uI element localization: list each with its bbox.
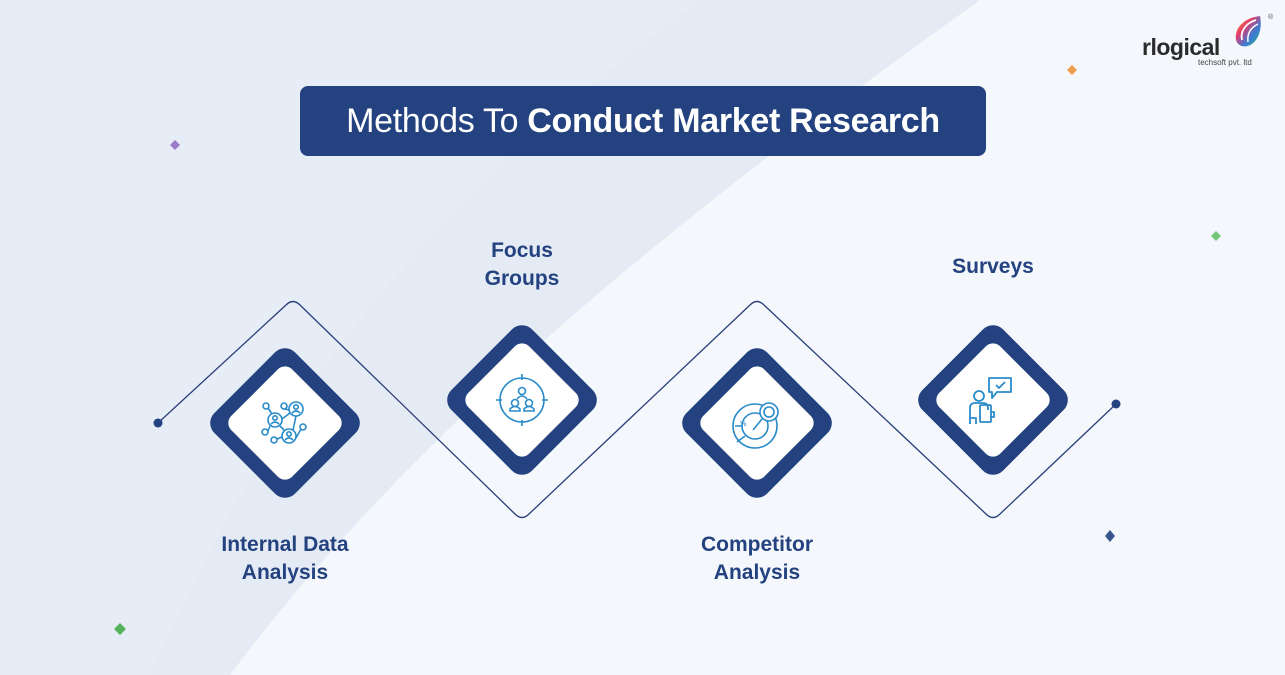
label-line-1: Internal Data bbox=[221, 533, 349, 556]
logo-wordmark: rlogical bbox=[1142, 34, 1220, 60]
logo-subtitle: techsoft pvt. ltd bbox=[1198, 58, 1252, 67]
target-group-icon bbox=[496, 374, 548, 426]
line-start-dot bbox=[153, 418, 163, 428]
title-bold: Conduct Market Research bbox=[527, 101, 940, 140]
method-label-surveys: Surveys bbox=[883, 253, 1103, 281]
label-line-1: Surveys bbox=[952, 255, 1034, 278]
label-line-2: Groups bbox=[484, 267, 560, 290]
decorative-dots bbox=[114, 65, 1221, 635]
method-diamond-competitor: % bbox=[682, 348, 832, 498]
connector-line bbox=[157, 300, 1117, 519]
logo-leaf-icon bbox=[1235, 16, 1261, 47]
registered-mark: ® bbox=[1268, 14, 1274, 21]
pie-chart-search-icon: % bbox=[732, 402, 779, 449]
network-people-icon bbox=[261, 401, 307, 444]
title-light: Methods To bbox=[346, 101, 519, 140]
label-line-1: Competitor bbox=[701, 533, 813, 556]
method-diamond-internal-data bbox=[210, 348, 360, 498]
method-label-competitor: Competitor Analysis bbox=[647, 531, 867, 587]
svg-text:%: % bbox=[740, 420, 747, 428]
label-line-2: Analysis bbox=[713, 561, 801, 584]
page-title: Methods To Conduct Market Research bbox=[300, 86, 986, 156]
company-logo: rlogical techsoft pvt. ltd ® bbox=[1142, 14, 1278, 70]
method-diamond-surveys bbox=[918, 325, 1068, 475]
label-line-1: Focus bbox=[491, 239, 553, 262]
person-survey-chat-icon bbox=[969, 377, 1012, 424]
line-end-dot bbox=[1111, 399, 1121, 409]
method-label-focus-groups: Focus Groups bbox=[412, 237, 632, 293]
method-diamond-focus-groups bbox=[447, 325, 597, 475]
label-line-2: Analysis bbox=[241, 561, 329, 584]
method-label-internal-data: Internal Data Analysis bbox=[175, 531, 395, 587]
